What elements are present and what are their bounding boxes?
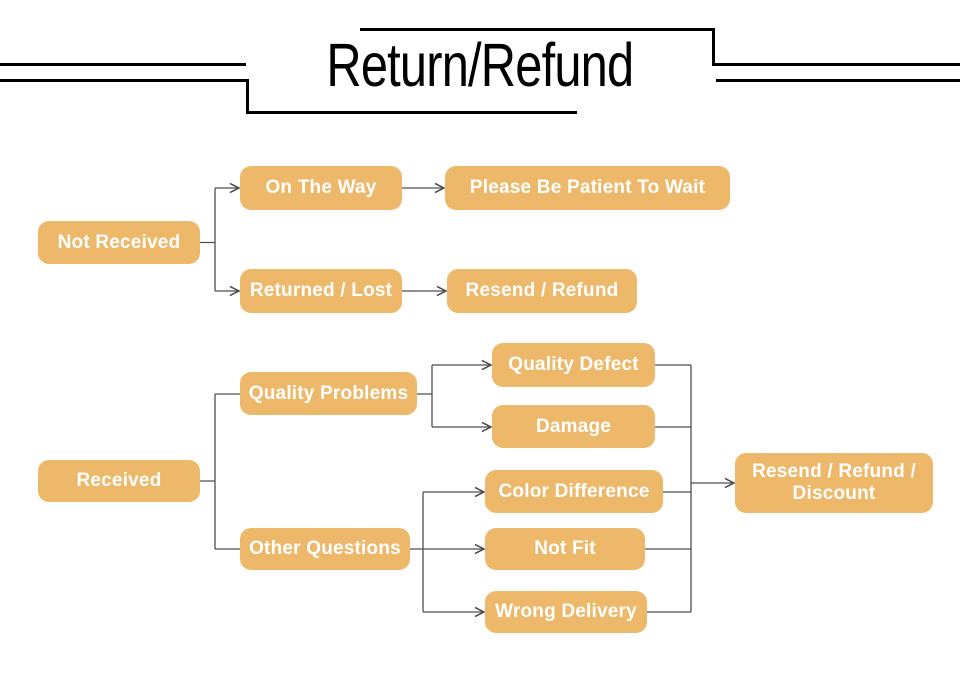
decor-line-right-lower	[716, 79, 960, 82]
node-quality-defect: Quality Defect	[492, 343, 655, 387]
node-color-difference: Color Difference	[485, 470, 663, 513]
page-title: Return/Refund	[0, 31, 960, 99]
received-connectors	[200, 359, 736, 618]
node-damage: Damage	[492, 405, 655, 448]
node-please-be-patient-to-wait: Please Be Patient To Wait	[445, 166, 730, 210]
node-on-the-way: On The Way	[240, 166, 402, 210]
decor-line-right-vertical	[712, 28, 715, 66]
node-not-received: Not Received	[38, 221, 200, 264]
decor-line-left-vertical	[246, 79, 249, 114]
decor-line-left-upper	[0, 63, 246, 66]
decor-line-title-overline	[360, 28, 715, 31]
node-resend-refund-discount: Resend / Refund / Discount	[735, 453, 933, 513]
not-received-connectors	[200, 182, 448, 297]
decor-line-right-upper	[712, 63, 960, 66]
node-wrong-delivery: Wrong Delivery	[485, 591, 647, 633]
decor-line-title-underline	[246, 111, 577, 114]
node-quality-problems: Quality Problems	[240, 372, 417, 415]
node-not-fit: Not Fit	[485, 528, 645, 570]
page-title-text: Return/Refund	[326, 31, 635, 99]
node-returned-lost: Returned / Lost	[240, 269, 402, 313]
decor-line-left-lower	[0, 79, 249, 82]
node-other-questions: Other Questions	[240, 528, 410, 570]
node-received: Received	[38, 460, 200, 502]
node-resend-refund: Resend / Refund	[447, 269, 637, 313]
